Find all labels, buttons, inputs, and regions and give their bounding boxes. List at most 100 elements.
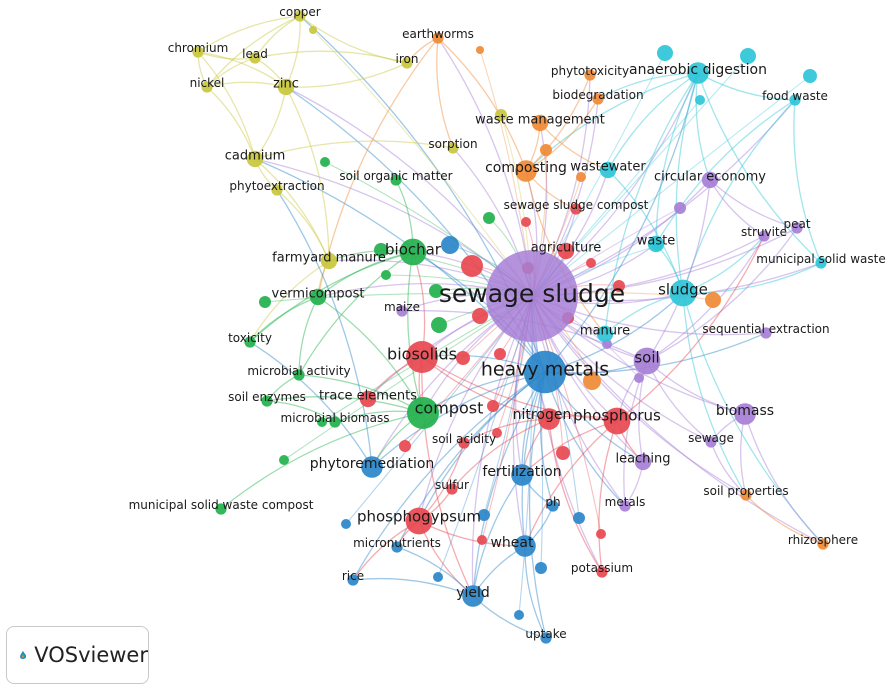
node-wheat[interactable] xyxy=(514,535,536,557)
node-bubble-17[interactable] xyxy=(429,284,443,298)
node-bubble-20[interactable] xyxy=(259,296,271,308)
node-bubble-15[interactable] xyxy=(431,317,447,333)
node-nickel[interactable] xyxy=(201,81,213,93)
node-soil-organic-matter[interactable] xyxy=(390,174,402,186)
node-nitrogen[interactable] xyxy=(538,408,560,430)
node-municipal-solid-waste[interactable] xyxy=(815,257,827,269)
node-rice[interactable] xyxy=(347,574,359,586)
node-rhizosphere[interactable] xyxy=(817,538,829,550)
node-phytoextraction[interactable] xyxy=(271,184,283,196)
vosviewer-logo-badge[interactable]: VOSviewer xyxy=(6,626,149,684)
node-bubble-23[interactable] xyxy=(317,417,327,427)
node-soil-acidity[interactable] xyxy=(458,437,470,449)
node-heavy-metals[interactable] xyxy=(523,350,567,394)
node-sulfur[interactable] xyxy=(446,483,458,495)
node-soil[interactable] xyxy=(633,347,661,375)
node-farmyard-manure[interactable] xyxy=(320,252,338,270)
node-bubble-6[interactable] xyxy=(586,258,596,268)
node-cadmium[interactable] xyxy=(246,150,264,168)
node-municipal-solid-waste-compost[interactable] xyxy=(215,503,227,515)
node-bubble-7[interactable] xyxy=(494,348,506,360)
node-phosphogypsum[interactable] xyxy=(405,507,433,535)
node-phytotoxicity[interactable] xyxy=(584,69,596,81)
node-bubble-16[interactable] xyxy=(374,243,388,257)
node-bubble-30[interactable] xyxy=(478,509,490,521)
node-bubble-28[interactable] xyxy=(341,519,351,529)
node-bubble-18[interactable] xyxy=(483,212,495,224)
node-bubble-21[interactable] xyxy=(279,455,289,465)
node-bubble-40[interactable] xyxy=(583,372,601,390)
node-anaerobic-digestion[interactable] xyxy=(687,62,709,84)
node-lead[interactable] xyxy=(249,52,261,64)
node-earthworms[interactable] xyxy=(432,32,444,44)
node-ph[interactable] xyxy=(547,500,559,512)
node-bubble-43[interactable] xyxy=(476,46,484,54)
node-bubble-26[interactable] xyxy=(535,562,547,574)
node-bubble-8[interactable] xyxy=(487,400,499,412)
node-bubble-22[interactable] xyxy=(381,270,391,280)
node-metals[interactable] xyxy=(619,500,631,512)
node-bubble-12[interactable] xyxy=(596,529,606,539)
node-bubble-5[interactable] xyxy=(613,280,625,292)
node-bubble-14[interactable] xyxy=(492,428,502,438)
node-bubble-36[interactable] xyxy=(674,202,686,214)
node-trace-elements[interactable] xyxy=(359,390,377,408)
node-bubble-34[interactable] xyxy=(695,95,705,105)
node-maize[interactable] xyxy=(396,305,408,317)
node-bubble-31[interactable] xyxy=(657,45,673,61)
node-sludge[interactable] xyxy=(669,279,697,307)
node-bubble-9[interactable] xyxy=(399,440,411,452)
node-food-waste[interactable] xyxy=(789,94,801,106)
node-bubble-25[interactable] xyxy=(573,512,585,524)
node-sewage-sludge[interactable] xyxy=(486,250,578,342)
node-circular-economy[interactable] xyxy=(701,171,719,189)
node-bubble-19[interactable] xyxy=(320,157,330,167)
node-bubble-39[interactable] xyxy=(705,292,721,308)
node-biosolids[interactable] xyxy=(406,341,438,373)
node-struvite[interactable] xyxy=(758,230,770,242)
node-iron[interactable] xyxy=(401,57,413,69)
node-bubble-33[interactable] xyxy=(803,69,817,83)
node-bubble-32[interactable] xyxy=(740,48,756,64)
node-bubble-38[interactable] xyxy=(634,373,644,383)
node-waste[interactable] xyxy=(647,235,665,253)
node-biodegradation[interactable] xyxy=(592,93,604,105)
node-wastewater[interactable] xyxy=(599,161,617,179)
node-bubble-10[interactable] xyxy=(556,446,570,460)
node-yield[interactable] xyxy=(462,585,484,607)
node-compost[interactable] xyxy=(407,397,439,429)
node-bubble-41[interactable] xyxy=(576,172,586,182)
node-phosphorus[interactable] xyxy=(603,407,631,435)
node-toxicity[interactable] xyxy=(244,336,256,348)
node-uptake[interactable] xyxy=(540,632,552,644)
node-bubble-42[interactable] xyxy=(540,144,552,156)
node-zinc[interactable] xyxy=(277,78,295,96)
node-sewage-sludge-compost[interactable] xyxy=(570,203,582,215)
node-vermicompost[interactable] xyxy=(309,288,327,306)
node-fertilization[interactable] xyxy=(511,464,533,486)
node-copper[interactable] xyxy=(294,10,306,22)
node-bubble-1[interactable] xyxy=(472,308,488,324)
node-bubble-44[interactable] xyxy=(495,109,507,121)
node-bubble-13[interactable] xyxy=(521,217,531,227)
node-bubble-11[interactable] xyxy=(477,535,487,545)
node-soil-properties[interactable] xyxy=(740,489,752,501)
node-sequential-extraction[interactable] xyxy=(760,327,772,339)
node-bubble-0[interactable] xyxy=(461,255,483,277)
node-phytoremediation[interactable] xyxy=(361,456,383,478)
node-sorption[interactable] xyxy=(447,142,459,154)
node-microbial-biomass[interactable] xyxy=(329,416,341,428)
node-leaching[interactable] xyxy=(634,453,652,471)
node-chromium[interactable] xyxy=(192,46,204,58)
node-bubble-45[interactable] xyxy=(309,26,317,34)
node-manure[interactable] xyxy=(596,325,614,343)
node-bubble-2[interactable] xyxy=(456,351,470,365)
node-sewage[interactable] xyxy=(705,436,717,448)
node-microbial-activity[interactable] xyxy=(293,369,305,381)
node-bubble-27[interactable] xyxy=(514,610,524,620)
node-agriculture[interactable] xyxy=(557,242,575,260)
node-biomass[interactable] xyxy=(734,403,756,425)
node-micronutrients[interactable] xyxy=(391,541,403,553)
node-soil-enzymes[interactable] xyxy=(261,395,273,407)
node-bubble-24[interactable] xyxy=(441,236,459,254)
